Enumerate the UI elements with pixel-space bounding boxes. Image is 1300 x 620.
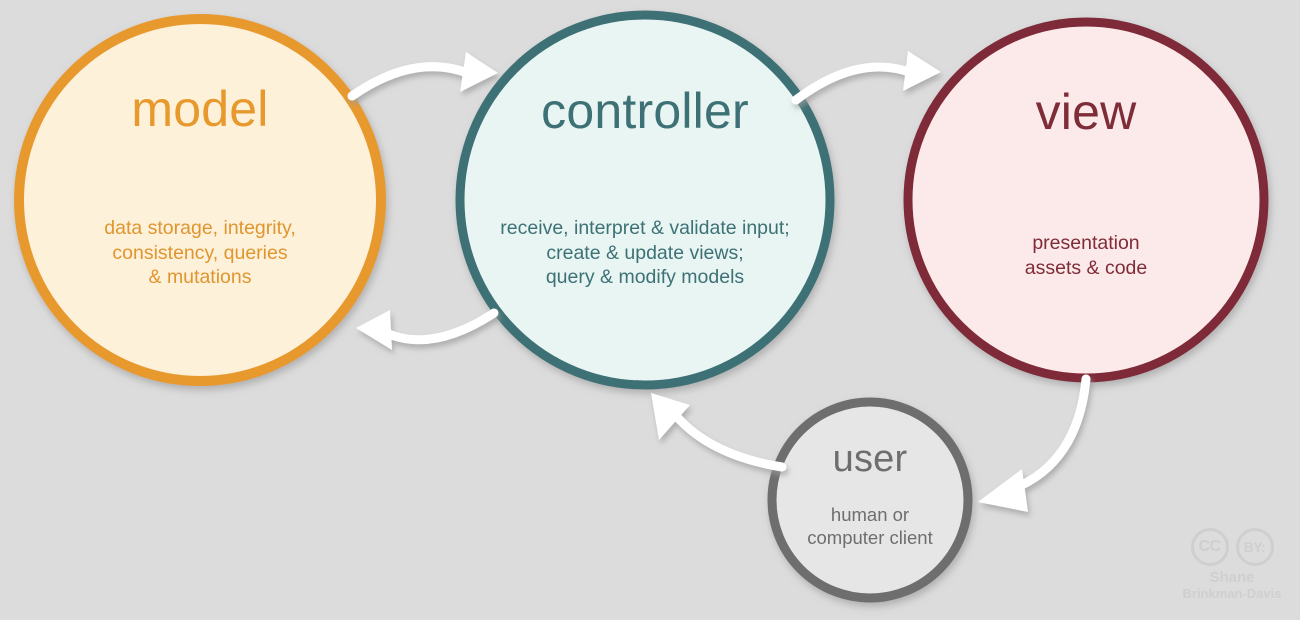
arrow-view-to-user bbox=[978, 374, 1091, 512]
by-badge-label: BY: bbox=[1243, 539, 1266, 555]
arrow-controller-to-view bbox=[791, 51, 941, 105]
cc-badge-label: CC bbox=[1198, 538, 1221, 555]
arrow-model-to-controller bbox=[347, 52, 498, 101]
cc-by-icon: BY: bbox=[1235, 528, 1274, 566]
arrow-user-to-controller bbox=[651, 393, 787, 472]
author-name-line2: Brinkman-Davis bbox=[1182, 585, 1282, 601]
license-attribution: CC BY: Shane Brinkman-Davis bbox=[1176, 528, 1288, 601]
node-circle-view[interactable] bbox=[903, 17, 1269, 383]
cc-badge-row: CC BY: bbox=[1176, 528, 1288, 566]
arrow-controller-to-model bbox=[356, 308, 499, 350]
node-circle-user[interactable] bbox=[767, 397, 973, 603]
node-circle-model[interactable] bbox=[14, 14, 386, 386]
node-circle-controller[interactable] bbox=[455, 10, 835, 390]
creative-commons-icon: CC bbox=[1190, 528, 1229, 566]
author-name-line1: Shane bbox=[1209, 569, 1255, 586]
